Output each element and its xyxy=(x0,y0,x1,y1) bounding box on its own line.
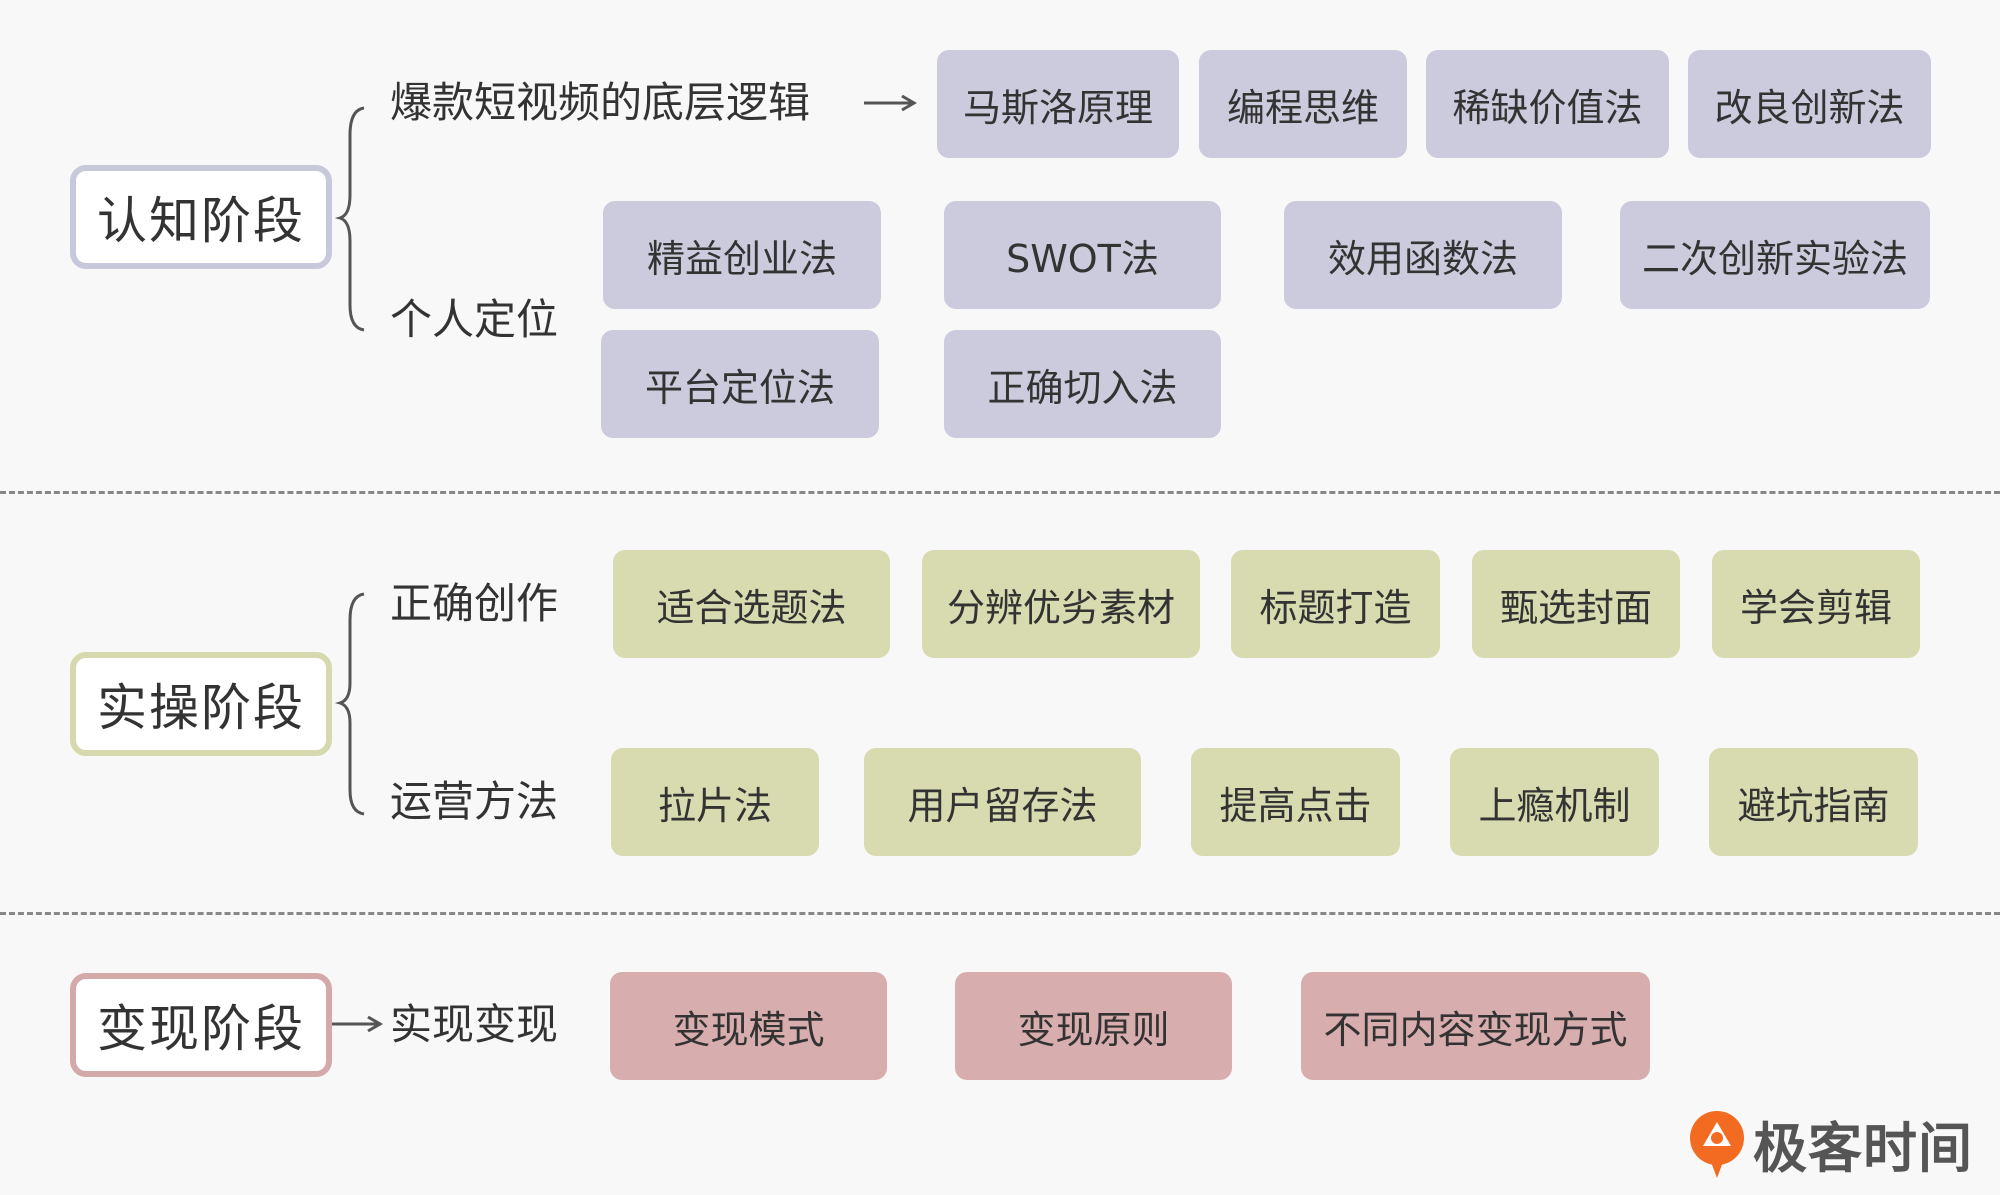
method-item: 标题打造 xyxy=(1231,550,1440,658)
method-item: 提高点击 xyxy=(1191,748,1400,856)
geektime-logo-icon xyxy=(1690,1110,1744,1178)
stage-practice: 实操阶段 xyxy=(70,652,332,756)
logo-text: 极客时间 xyxy=(1753,1117,1973,1180)
brace-practice xyxy=(334,592,365,816)
method-item: 学会剪辑 xyxy=(1712,550,1920,658)
method-item: 用户留存法 xyxy=(864,748,1141,856)
method-item: 不同内容变现方式 xyxy=(1301,972,1650,1080)
branch-label: 运营方法 xyxy=(390,777,559,826)
brand-logo: 极客时间 xyxy=(1685,1104,1973,1183)
method-item: SWOT法 xyxy=(944,201,1221,309)
method-item: 适合选题法 xyxy=(613,550,890,658)
method-item: 上瘾机制 xyxy=(1450,748,1659,856)
brace-cognition xyxy=(334,106,365,332)
method-item: 分辨优劣素材 xyxy=(922,550,1200,658)
method-item: 拉片法 xyxy=(611,748,819,856)
method-item: 效用函数法 xyxy=(1284,201,1562,309)
stage-cognition: 认知阶段 xyxy=(70,165,332,269)
method-item: 马斯洛原理 xyxy=(937,50,1179,158)
method-item: 二次创新实验法 xyxy=(1620,201,1930,309)
method-item: 变现模式 xyxy=(610,972,887,1080)
method-item: 编程思维 xyxy=(1199,50,1407,158)
method-item: 改良创新法 xyxy=(1688,50,1931,158)
branch-label: 实现变现 xyxy=(390,1000,559,1049)
method-item: 变现原则 xyxy=(955,972,1232,1080)
arrow-right-icon xyxy=(330,1015,383,1033)
method-item: 避坑指南 xyxy=(1709,748,1918,856)
section-separator-1 xyxy=(0,491,2000,494)
method-item: 正确切入法 xyxy=(944,330,1221,438)
branch-label: 爆款短视频的底层逻辑 xyxy=(390,78,811,127)
method-item: 稀缺价值法 xyxy=(1426,50,1669,158)
stage-monetize: 变现阶段 xyxy=(70,973,332,1077)
branch-label: 个人定位 xyxy=(390,295,559,344)
branch-label: 正确创作 xyxy=(390,579,559,628)
method-item: 精益创业法 xyxy=(603,201,881,309)
section-separator-2 xyxy=(0,912,2000,915)
method-item: 甄选封面 xyxy=(1472,550,1680,658)
method-item: 平台定位法 xyxy=(601,330,879,438)
arrow-right-icon xyxy=(864,94,917,112)
